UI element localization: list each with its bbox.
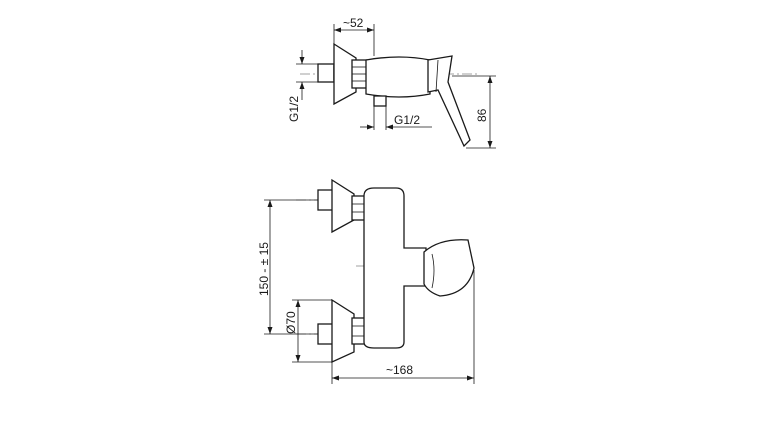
lower-rosette [331,298,355,364]
lever-handle [427,55,471,148]
side-view: ~52 G1/2 G1/2 8 [287,16,496,149]
dim-center-distance-label: 150 - ± 15 [257,242,271,296]
dim-inlet-thread: G1/2 [287,50,318,122]
mixer-body [365,56,431,98]
dim-center-distance: 150 - ± 15 [257,199,318,335]
dim-outlet-thread: G1/2 [360,106,432,130]
dim-height-label: 86 [475,108,489,122]
outlet-stub [373,95,387,107]
upper-rosette [331,178,355,234]
dim-total-depth: ~168 [331,270,475,384]
dim-top-width-label: ~52 [343,16,364,30]
dim-height: 86 [452,75,496,149]
dim-outlet-thread-label: G1/2 [394,113,420,127]
dim-rosette-diameter: Ø70 [284,299,332,363]
dim-top-width: ~52 [333,16,375,56]
front-view: 150 - ± 15 Ø70 ~168 [257,178,475,384]
inlet-stub [317,63,335,83]
lever-front [423,239,475,297]
mixer-body-front [363,187,427,349]
rosette [333,42,357,106]
dim-total-depth-label: ~168 [386,363,413,377]
dim-inlet-thread-label: G1/2 [287,96,301,122]
dim-rosette-diameter-label: Ø70 [284,311,298,334]
